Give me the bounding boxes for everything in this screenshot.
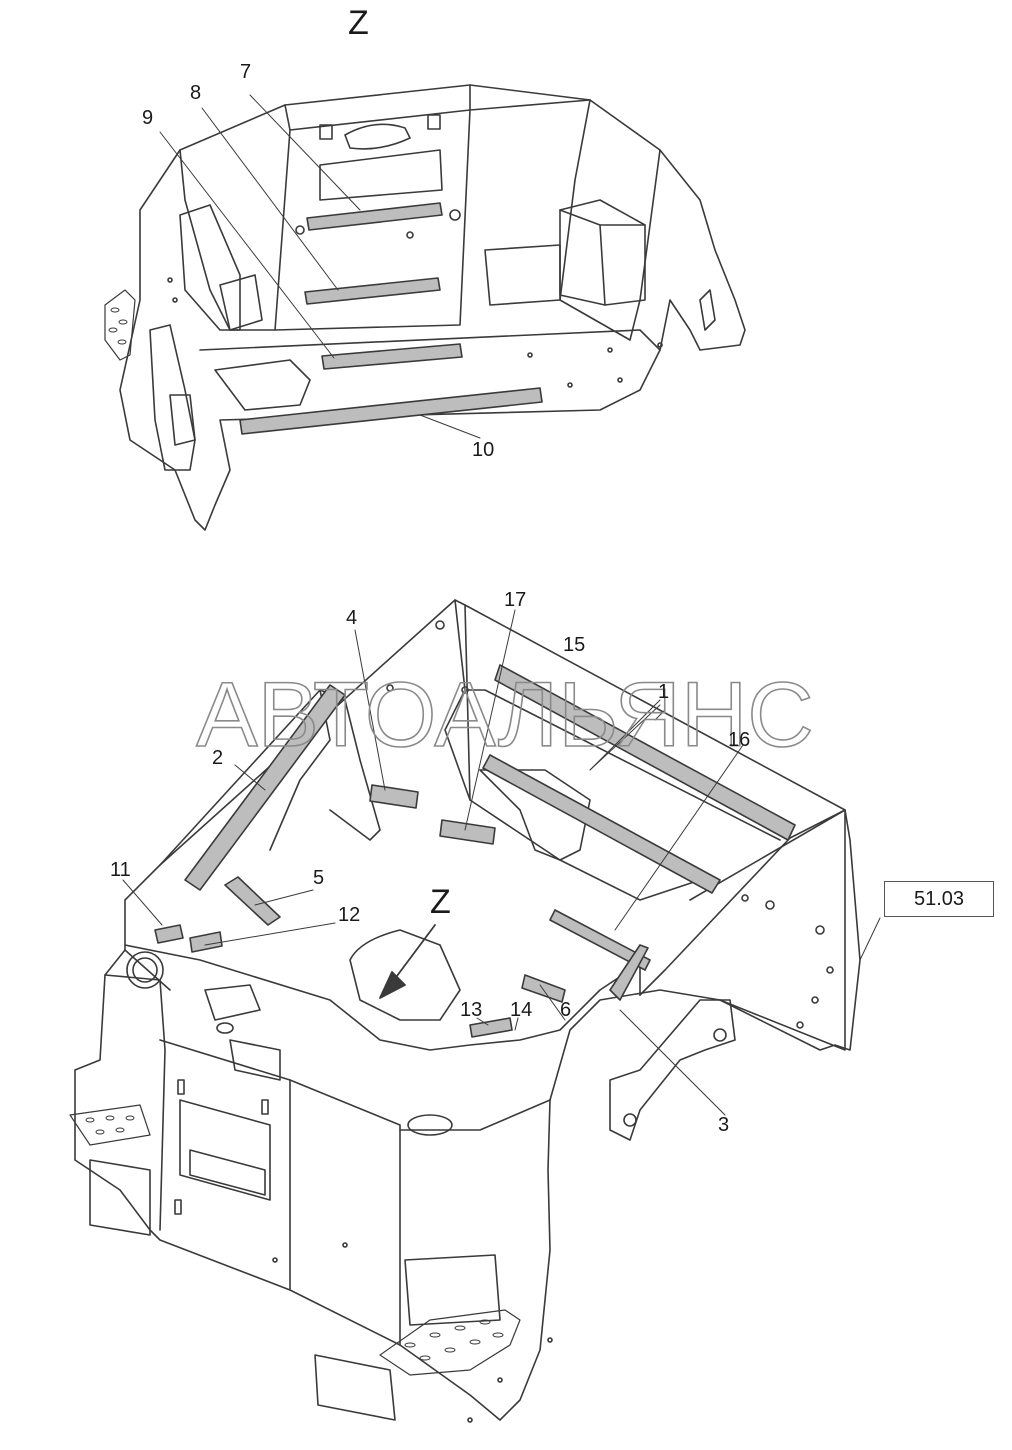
watermark: АВТОАЛЬЯНС: [195, 668, 814, 758]
callout-2: 2: [212, 747, 224, 769]
reference-text: 51.03: [913, 887, 965, 910]
callout-8: 8: [190, 82, 202, 104]
callout-13: 13: [460, 999, 483, 1021]
callout-1: 1: [658, 681, 670, 703]
callout-16: 16: [728, 729, 751, 751]
callout-11: 11: [110, 859, 131, 881]
callout-15: 15: [563, 634, 586, 656]
callout-12: 12: [338, 904, 361, 926]
callout-5: 5: [313, 867, 325, 889]
bottom-view-cab-base: [69, 599, 861, 1423]
callout-4: 4: [346, 607, 358, 629]
callout-17: 17: [504, 589, 527, 611]
callout-7: 7: [240, 61, 252, 83]
reference-box[interactable]: 51.03: [884, 881, 994, 917]
callout-14: 14: [510, 999, 533, 1021]
top-strips: [239, 202, 543, 435]
callout-3: 3: [718, 1114, 730, 1136]
watermark-text: АВТОАЛЬЯНС: [196, 668, 814, 758]
view-letter-top: Z: [348, 4, 369, 42]
callout-9: 9: [142, 107, 154, 129]
top-leaders: [159, 94, 481, 439]
callout-10: 10: [472, 439, 495, 461]
bottom-leaders: [122, 609, 881, 1116]
view-direction-arrow: [379, 924, 436, 999]
top-view-cab-floor: [104, 84, 746, 531]
view-letter-arrow: Z: [430, 883, 451, 921]
bottom-strips: [154, 664, 796, 1038]
callout-6: 6: [560, 999, 572, 1021]
